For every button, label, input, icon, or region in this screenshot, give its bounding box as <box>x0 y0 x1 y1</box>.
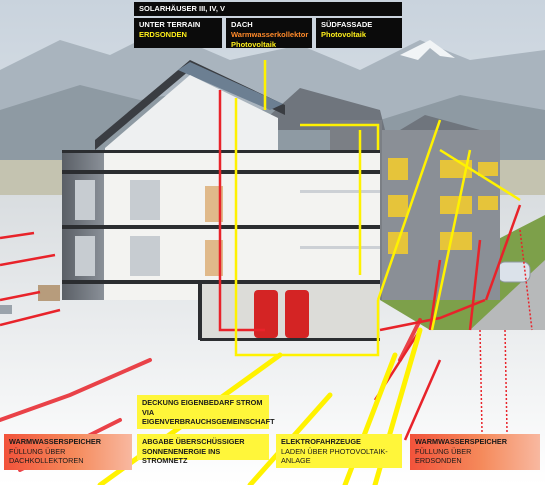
label-line: ANLAGE <box>281 456 311 465</box>
basement-line <box>200 338 380 341</box>
category-heading: DACH <box>231 20 253 29</box>
wood-doors <box>205 186 223 276</box>
category-item: Photovoltaik <box>321 30 367 39</box>
yellow-energy-lines <box>234 60 521 357</box>
label-line: DACHKOLLEKTOREN <box>9 456 84 465</box>
label-deckung-eigenbedarf: DECKUNG EIGENBEDARF STROM VIA EIGENVERBR… <box>137 395 275 429</box>
pillar <box>198 284 202 340</box>
label-line: FÜLLUNG ÜBER <box>9 446 66 456</box>
label-title: WARMWASSERSPEICHER <box>9 437 102 446</box>
title-bar: SOLARHÄUSER III, IV, V <box>134 2 402 16</box>
label-line: SONNENENERGIE INS STROMNETZ <box>142 446 221 466</box>
category-dach: DACH Warmwasserkollektor Photovoltaik <box>226 18 312 49</box>
roof-panels <box>178 62 283 110</box>
label-line: EIGENVERBRAUCHSGEMEINSCHAFT <box>142 417 275 426</box>
windows <box>75 180 160 276</box>
main-roof <box>95 60 285 150</box>
label-warmwasserspeicher-dach: WARMWASSERSPEICHER FÜLLUNG ÜBER DACHKOLL… <box>4 434 132 470</box>
category-heading: UNTER TERRAIN <box>139 20 201 29</box>
category-item: Photovoltaik <box>231 40 277 49</box>
label-abgabe-stromnetz: ABGABE ÜBERSCHÜSSIGER SONNENENERGIE INS … <box>137 434 269 465</box>
balconies <box>300 190 380 249</box>
label-line: DECKUNG EIGENBEDARF STROM <box>142 398 263 407</box>
mountains-snow <box>400 40 455 60</box>
title-text: SOLARHÄUSER III, IV, V <box>139 4 225 13</box>
label-line: LADEN ÜBER PHOTOVOLTAIK- <box>281 446 388 456</box>
left-car <box>0 305 12 314</box>
red-energy-lines <box>0 90 522 441</box>
category-item: ERDSONDEN <box>139 30 187 39</box>
category-suedfassade: SÜDFASSADE Photovoltaik <box>316 18 402 48</box>
label-elektrofahrzeuge: ELEKTROFAHRZEUGE LADEN ÜBER PHOTOVOLTAIK… <box>276 434 402 468</box>
label-warmwasserspeicher-erdsonden: WARMWASSERSPEICHER FÜLLUNG ÜBER ERDSONDE… <box>410 434 540 470</box>
storage-tank-2 <box>285 290 309 338</box>
red-dotted-lines <box>479 229 533 433</box>
label-title: ELEKTROFAHRZEUGE <box>281 437 361 446</box>
label-line: FÜLLUNG ÜBER <box>415 446 472 456</box>
rear-building-roof <box>270 88 385 130</box>
label-line: ERDSONDEN <box>415 456 462 465</box>
category-item: Warmwasserkollektor <box>231 30 309 39</box>
category-heading: SÜDFASSADE <box>321 20 373 29</box>
label-title: WARMWASSERSPEICHER <box>415 437 508 446</box>
garage <box>38 285 60 301</box>
label-line: VIA <box>142 407 155 417</box>
storage-tank-1 <box>254 290 278 338</box>
category-unter-terrain: UNTER TERRAIN ERDSONDEN <box>134 18 222 48</box>
label-line: ABGABE ÜBERSCHÜSSIGER <box>142 437 245 446</box>
